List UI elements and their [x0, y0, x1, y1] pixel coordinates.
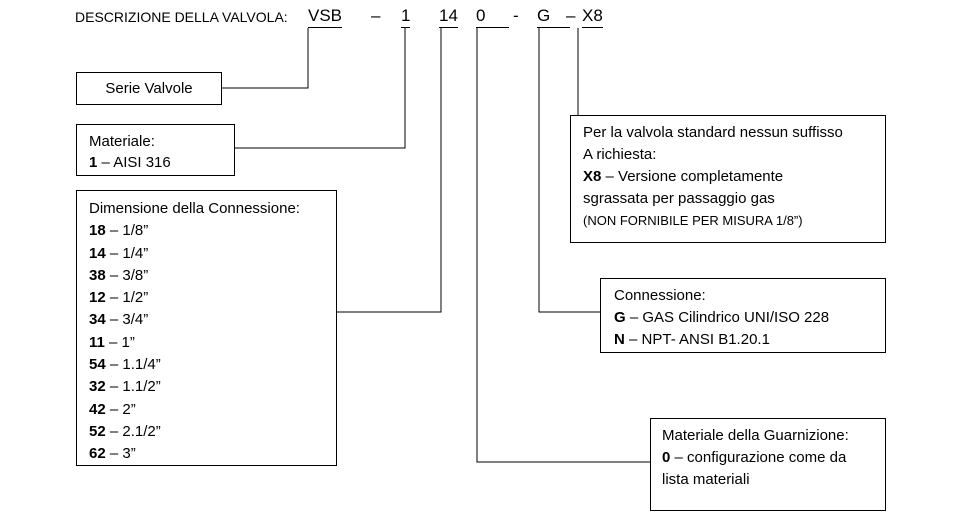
dimensione-item: 14 – 1/4” [89, 244, 149, 262]
dimensione-item: 18 – 1/8” [89, 222, 149, 240]
connessione-item-n: N – NPT- ANSI B1.20.1 [614, 331, 770, 348]
dimensione-box: Dimensione della Connessione: 18 – 1/8” 1… [76, 190, 337, 466]
materiale-box: Materiale: 1 – AISI 316 [76, 124, 235, 176]
guarnizione-box: Materiale della Guarnizione: 0 – configu… [650, 418, 886, 511]
dimensione-item: 42 – 2” [89, 400, 136, 418]
connector-guarnizione [476, 28, 650, 463]
connector-serie [222, 28, 309, 89]
dimensione-title: Dimensione della Connessione: [89, 200, 300, 217]
connector-materiale [235, 28, 406, 149]
suffisso-line3: X8 – Versione completamente [583, 168, 784, 185]
serie-box: Serie Valvole [76, 72, 222, 105]
code-guarnizione: 0 [476, 6, 510, 28]
connessione-item-g: G – GAS Cilindrico UNI/ISO 228 [614, 309, 830, 326]
suffisso-line5: (NON FORNIBILE PER MISURA 1/8”) [583, 213, 803, 228]
serie-title: Serie Valvole [105, 80, 193, 97]
code-connessione: G [537, 6, 571, 28]
dimensione-item: 11 – 1” [89, 333, 135, 351]
code-suffisso: X8 [582, 6, 603, 28]
separator-3: – [566, 6, 576, 25]
suffisso-line2: A richiesta: [583, 146, 657, 163]
connessione-box: Connessione: G – GAS Cilindrico UNI/ISO … [600, 278, 886, 353]
code-dimensione: 14 [439, 6, 458, 28]
connessione-title: Connessione: [614, 287, 706, 304]
guarnizione-title: Materiale della Guarnizione: [662, 427, 849, 444]
header-label: DESCRIZIONE DELLA VALVOLA: [75, 9, 288, 25]
dimensione-item: 34 – 3/4” [89, 311, 149, 329]
dimensione-item: 62 – 3” [89, 445, 136, 463]
dimensione-item: 38 – 3/8” [89, 266, 149, 284]
suffisso-line4: sgrassata per passaggio gas [583, 190, 775, 207]
materiale-title: Materiale: [89, 133, 155, 150]
connector-connessione [538, 28, 600, 313]
suffisso-box: Per la valvola standard nessun suffisso … [570, 115, 886, 243]
dimensione-item: 54 – 1.1/4” [89, 356, 161, 374]
dimensione-item: 32 – 1.1/2” [89, 378, 161, 396]
separator-1: – [371, 6, 381, 25]
suffisso-line1: Per la valvola standard nessun suffisso [583, 124, 843, 141]
code-serie: VSB [308, 6, 343, 28]
guarnizione-line2: lista materiali [662, 471, 750, 488]
dimensione-item: 12 – 1/2” [89, 289, 149, 307]
connector-dimensione [337, 28, 442, 313]
guarnizione-line1: 0 – configurazione come da [662, 449, 847, 466]
dimensione-item: 52 – 2.1/2” [89, 422, 161, 440]
materiale-item: 1 – AISI 316 [89, 154, 171, 171]
separator-2: - [513, 6, 519, 25]
code-materiale: 1 [401, 6, 411, 28]
